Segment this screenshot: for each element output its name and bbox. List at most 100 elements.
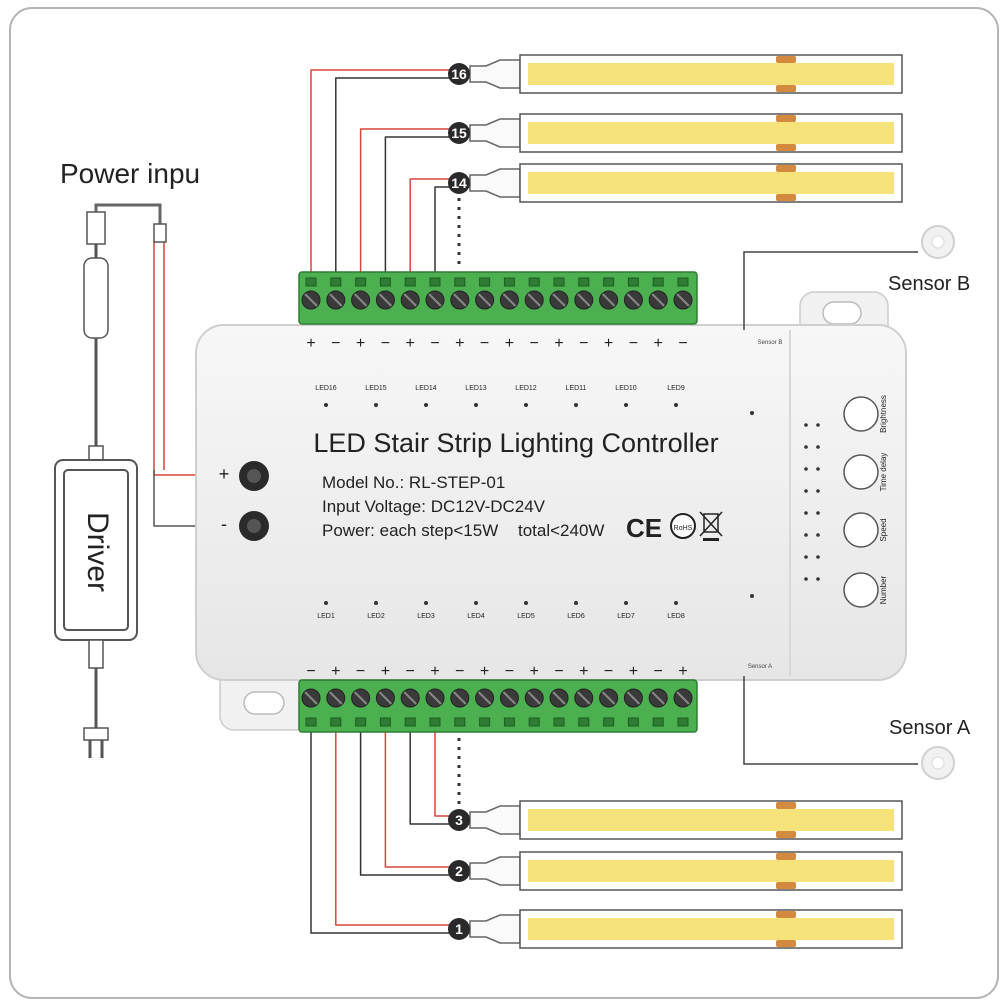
wire-slot[interactable]: [379, 277, 391, 287]
wire-slot[interactable]: [479, 277, 491, 287]
wire-slot[interactable]: [677, 277, 689, 287]
polarity-label: +: [430, 663, 439, 680]
rohs-mark: RoHS: [674, 525, 693, 532]
led-channel-label: LED14: [415, 385, 437, 392]
polarity-label: +: [654, 335, 663, 352]
rohs-icon: [670, 513, 696, 539]
polarity-label: +: [406, 335, 415, 352]
led-indicator-dot: [574, 403, 578, 407]
positive-wire: [359, 128, 470, 278]
screw-slot: [651, 691, 665, 705]
wire-slot[interactable]: [528, 277, 540, 287]
wire-slot[interactable]: [305, 717, 317, 727]
weee-bin-icon: [699, 511, 723, 541]
polarity-label: −: [505, 663, 514, 680]
wire-slot[interactable]: [479, 717, 491, 727]
led-indicator-dot: [324, 403, 328, 407]
screw-slot: [552, 293, 566, 307]
screw-slot: [601, 293, 616, 307]
wire-slot[interactable]: [553, 717, 565, 727]
positive-wire: [335, 726, 470, 926]
polarity-label: −: [629, 335, 638, 352]
wire-slot[interactable]: [330, 277, 342, 287]
indicator-dot: [750, 594, 754, 598]
indicator-grid: [804, 423, 820, 581]
led-strip: 3: [448, 800, 903, 840]
solder-pad: [776, 802, 796, 809]
polarity-label: +: [505, 335, 514, 352]
speed-button[interactable]: [843, 512, 879, 548]
screw-slot: [502, 293, 517, 307]
wire-slot[interactable]: [404, 717, 416, 727]
led-channel-label: LED16: [315, 385, 337, 392]
power-rating: Power: each step<15W: [322, 521, 498, 540]
wire-slot[interactable]: [404, 277, 416, 287]
led-channel-label: LED12: [515, 385, 537, 392]
indicator-dot: [816, 533, 820, 537]
screw-slot: [403, 691, 417, 705]
indicator-dot: [816, 445, 820, 449]
cob-light-band: [528, 860, 894, 882]
step-number: 3: [455, 812, 463, 828]
solder-pad: [776, 194, 796, 201]
wire-slot[interactable]: [603, 717, 615, 727]
screw-slot: [453, 293, 467, 307]
top-terminal-block: [298, 271, 698, 325]
screw-slot: [403, 293, 417, 307]
indicator-dot: [816, 577, 820, 581]
wire-slot[interactable]: [305, 277, 317, 287]
indicator-dot: [750, 411, 754, 415]
wire-slot[interactable]: [677, 717, 689, 727]
solder-pad: [776, 144, 796, 151]
positive-wire: [310, 69, 470, 278]
led-channel-label: LED10: [615, 385, 637, 392]
indicator-dot: [804, 511, 808, 515]
time-delay-button[interactable]: [843, 454, 879, 490]
wire-slot[interactable]: [578, 717, 590, 727]
solder-pad: [776, 853, 796, 860]
led-channel-label: LED5: [517, 613, 535, 620]
step-number: 1: [455, 921, 463, 937]
wire-slot[interactable]: [652, 717, 664, 727]
led-indicator-dot: [424, 403, 428, 407]
wire-slot[interactable]: [330, 717, 342, 727]
step-number-badge: [448, 860, 470, 882]
wire-slot[interactable]: [553, 277, 565, 287]
ferrite-core: [83, 257, 109, 339]
ac-plug: [83, 727, 109, 741]
wire-slot[interactable]: [503, 717, 515, 727]
wire-slot[interactable]: [578, 277, 590, 287]
wire-slot[interactable]: [454, 717, 466, 727]
wire-slot[interactable]: [429, 277, 441, 287]
brightness-button[interactable]: [843, 396, 879, 432]
indicator-dot: [816, 489, 820, 493]
power-input-label: Power inpu: [60, 158, 200, 189]
step-number: 16: [451, 66, 467, 82]
number-button[interactable]: [843, 572, 879, 608]
wire-slot[interactable]: [627, 717, 639, 727]
screw-slot: [477, 293, 492, 307]
wire-slot[interactable]: [355, 277, 367, 287]
strain-relief: [88, 639, 104, 669]
dc-plug-cable: [94, 203, 162, 240]
led-indicator-dot: [374, 601, 378, 605]
solder-pad: [776, 831, 796, 838]
screw-slot: [329, 293, 343, 307]
wire-slot[interactable]: [429, 717, 441, 727]
polarity-label: −: [530, 335, 539, 352]
wire-slot[interactable]: [528, 717, 540, 727]
polarity-label: −: [331, 335, 340, 352]
dc-connector: [86, 211, 106, 245]
wire-slot[interactable]: [379, 717, 391, 727]
negative-wire: [310, 726, 470, 934]
wire-slot[interactable]: [355, 717, 367, 727]
wire-slot[interactable]: [603, 277, 615, 287]
wire-slot[interactable]: [627, 277, 639, 287]
wire-slot[interactable]: [454, 277, 466, 287]
wire-slot[interactable]: [652, 277, 664, 287]
polarity-label: −: [306, 663, 315, 680]
indicator-dot: [804, 423, 808, 427]
total-power: total<240W: [518, 521, 604, 540]
indicator-dot: [804, 445, 808, 449]
wire-slot[interactable]: [503, 277, 515, 287]
